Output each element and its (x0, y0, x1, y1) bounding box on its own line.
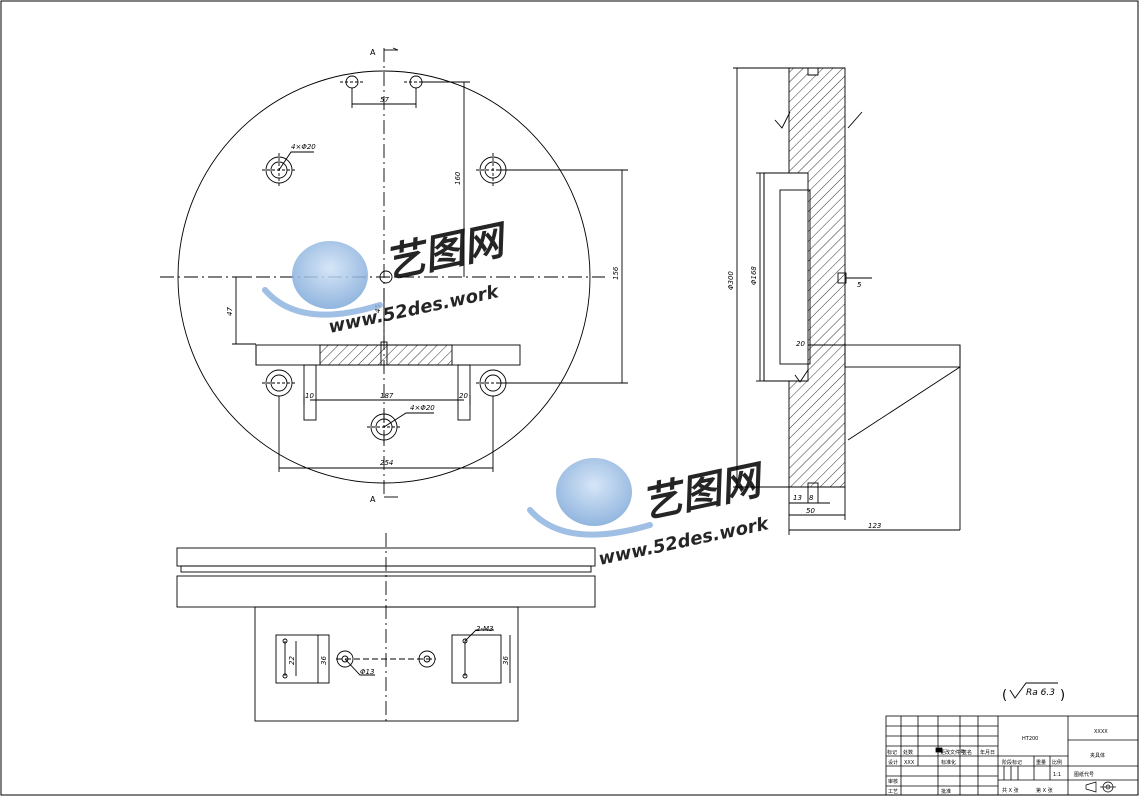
dim-holes-bottom: 4×Φ20 (410, 404, 435, 412)
front-view (160, 47, 628, 498)
dim-20-right: 20 (459, 392, 468, 400)
dim-phi168: Φ168 (750, 266, 758, 285)
tb-header-mark: 标记 (887, 749, 897, 756)
tb-process-label: 工艺 (888, 789, 898, 795)
dim-5: 5 (857, 281, 862, 289)
svg-text:): ) (1060, 688, 1065, 703)
dim-20: 20 (796, 340, 805, 348)
side-view-labels: Φ300 Φ168 5 20 13 8 50 123 (727, 266, 881, 530)
dim-36-right: 36 (502, 656, 510, 665)
tb-scale: 1:1 (1053, 772, 1061, 778)
dim-22: 22 (288, 656, 296, 665)
dim-holes-top: 4×Φ20 (291, 143, 316, 151)
surface-finish-symbol: ( Ra 6.3 ) (1002, 682, 1065, 703)
dim-2-m3: 2-M3 (476, 625, 493, 633)
tb-header-change: 更改文件号 (940, 749, 965, 756)
tb-std-label: 标准化 (941, 759, 956, 766)
dim-187: 187 (380, 392, 394, 400)
dim-160: 160 (454, 171, 462, 185)
watermark-globe-icon (556, 458, 632, 526)
svg-text:(: ( (1002, 688, 1007, 703)
tb-review-label: 审核 (888, 778, 898, 785)
tb-header-date: 年月日 (980, 749, 995, 756)
tb-top-right: XXXX (1094, 729, 1108, 735)
watermark-globe-icon (292, 241, 368, 309)
title-block-text: 标记 处数 更改文件号 签名 年月日 设计 XXX 标准化 审核 工艺 批准 H… (887, 729, 1116, 795)
tb-drawing-no-label: 图纸代号 (1074, 771, 1094, 778)
bottom-view (176, 533, 596, 725)
tb-header-count: 处数 (903, 749, 913, 756)
dim-8: 8 (809, 494, 814, 502)
tb-stage-label: 阶段标记 (1002, 759, 1022, 766)
bottom-view-labels: 2-M3 22 36 36 Φ13 (288, 625, 510, 676)
tb-sheet-no: 第 X 张 (1036, 787, 1053, 794)
dim-10-left: 10 (305, 392, 314, 400)
dim-36-left: 36 (320, 656, 328, 665)
tb-weight-label: 重量 (1036, 759, 1046, 766)
tb-designer-label: 设计 (888, 759, 898, 766)
watermark-url: www.52des.work (597, 513, 772, 570)
dim-47: 47 (226, 307, 234, 316)
tb-scale-label: 比例 (1052, 759, 1062, 766)
tb-approve-label: 批准 (941, 788, 951, 795)
title-block (885, 715, 1139, 796)
watermark-2: 艺图网 www.52des.work (527, 457, 772, 570)
dim-156: 156 (612, 266, 620, 280)
dim-50: 50 (806, 507, 815, 515)
tb-designer: XXX (904, 760, 915, 766)
counterbore-hole-bl (262, 369, 296, 397)
tb-material: HT200 (1022, 736, 1038, 742)
section-mark-top: A (370, 48, 376, 57)
svg-text:Ra 6.3: Ra 6.3 (1026, 688, 1055, 698)
dim-13: 13 (793, 494, 802, 502)
front-view-labels: A A 4×Φ20 4×Φ20 57 160 156 47 45 10 20 1… (226, 48, 620, 504)
tb-sheets-total: 共 X 张 (1002, 787, 1019, 794)
tb-part-name: 夹具体 (1090, 752, 1105, 759)
side-section-view (733, 67, 961, 535)
watermark-cn: 艺图网 (381, 217, 514, 288)
section-mark-bottom: A (370, 495, 376, 504)
dim-phi13: Φ13 (360, 668, 374, 676)
dim-phi300: Φ300 (727, 271, 735, 290)
tb-header-sign: 签名 (962, 749, 972, 756)
dim-123: 123 (868, 522, 881, 530)
dim-254: 254 (380, 459, 393, 467)
projection-symbol-icon (1085, 781, 1116, 793)
dim-57: 57 (380, 96, 389, 104)
